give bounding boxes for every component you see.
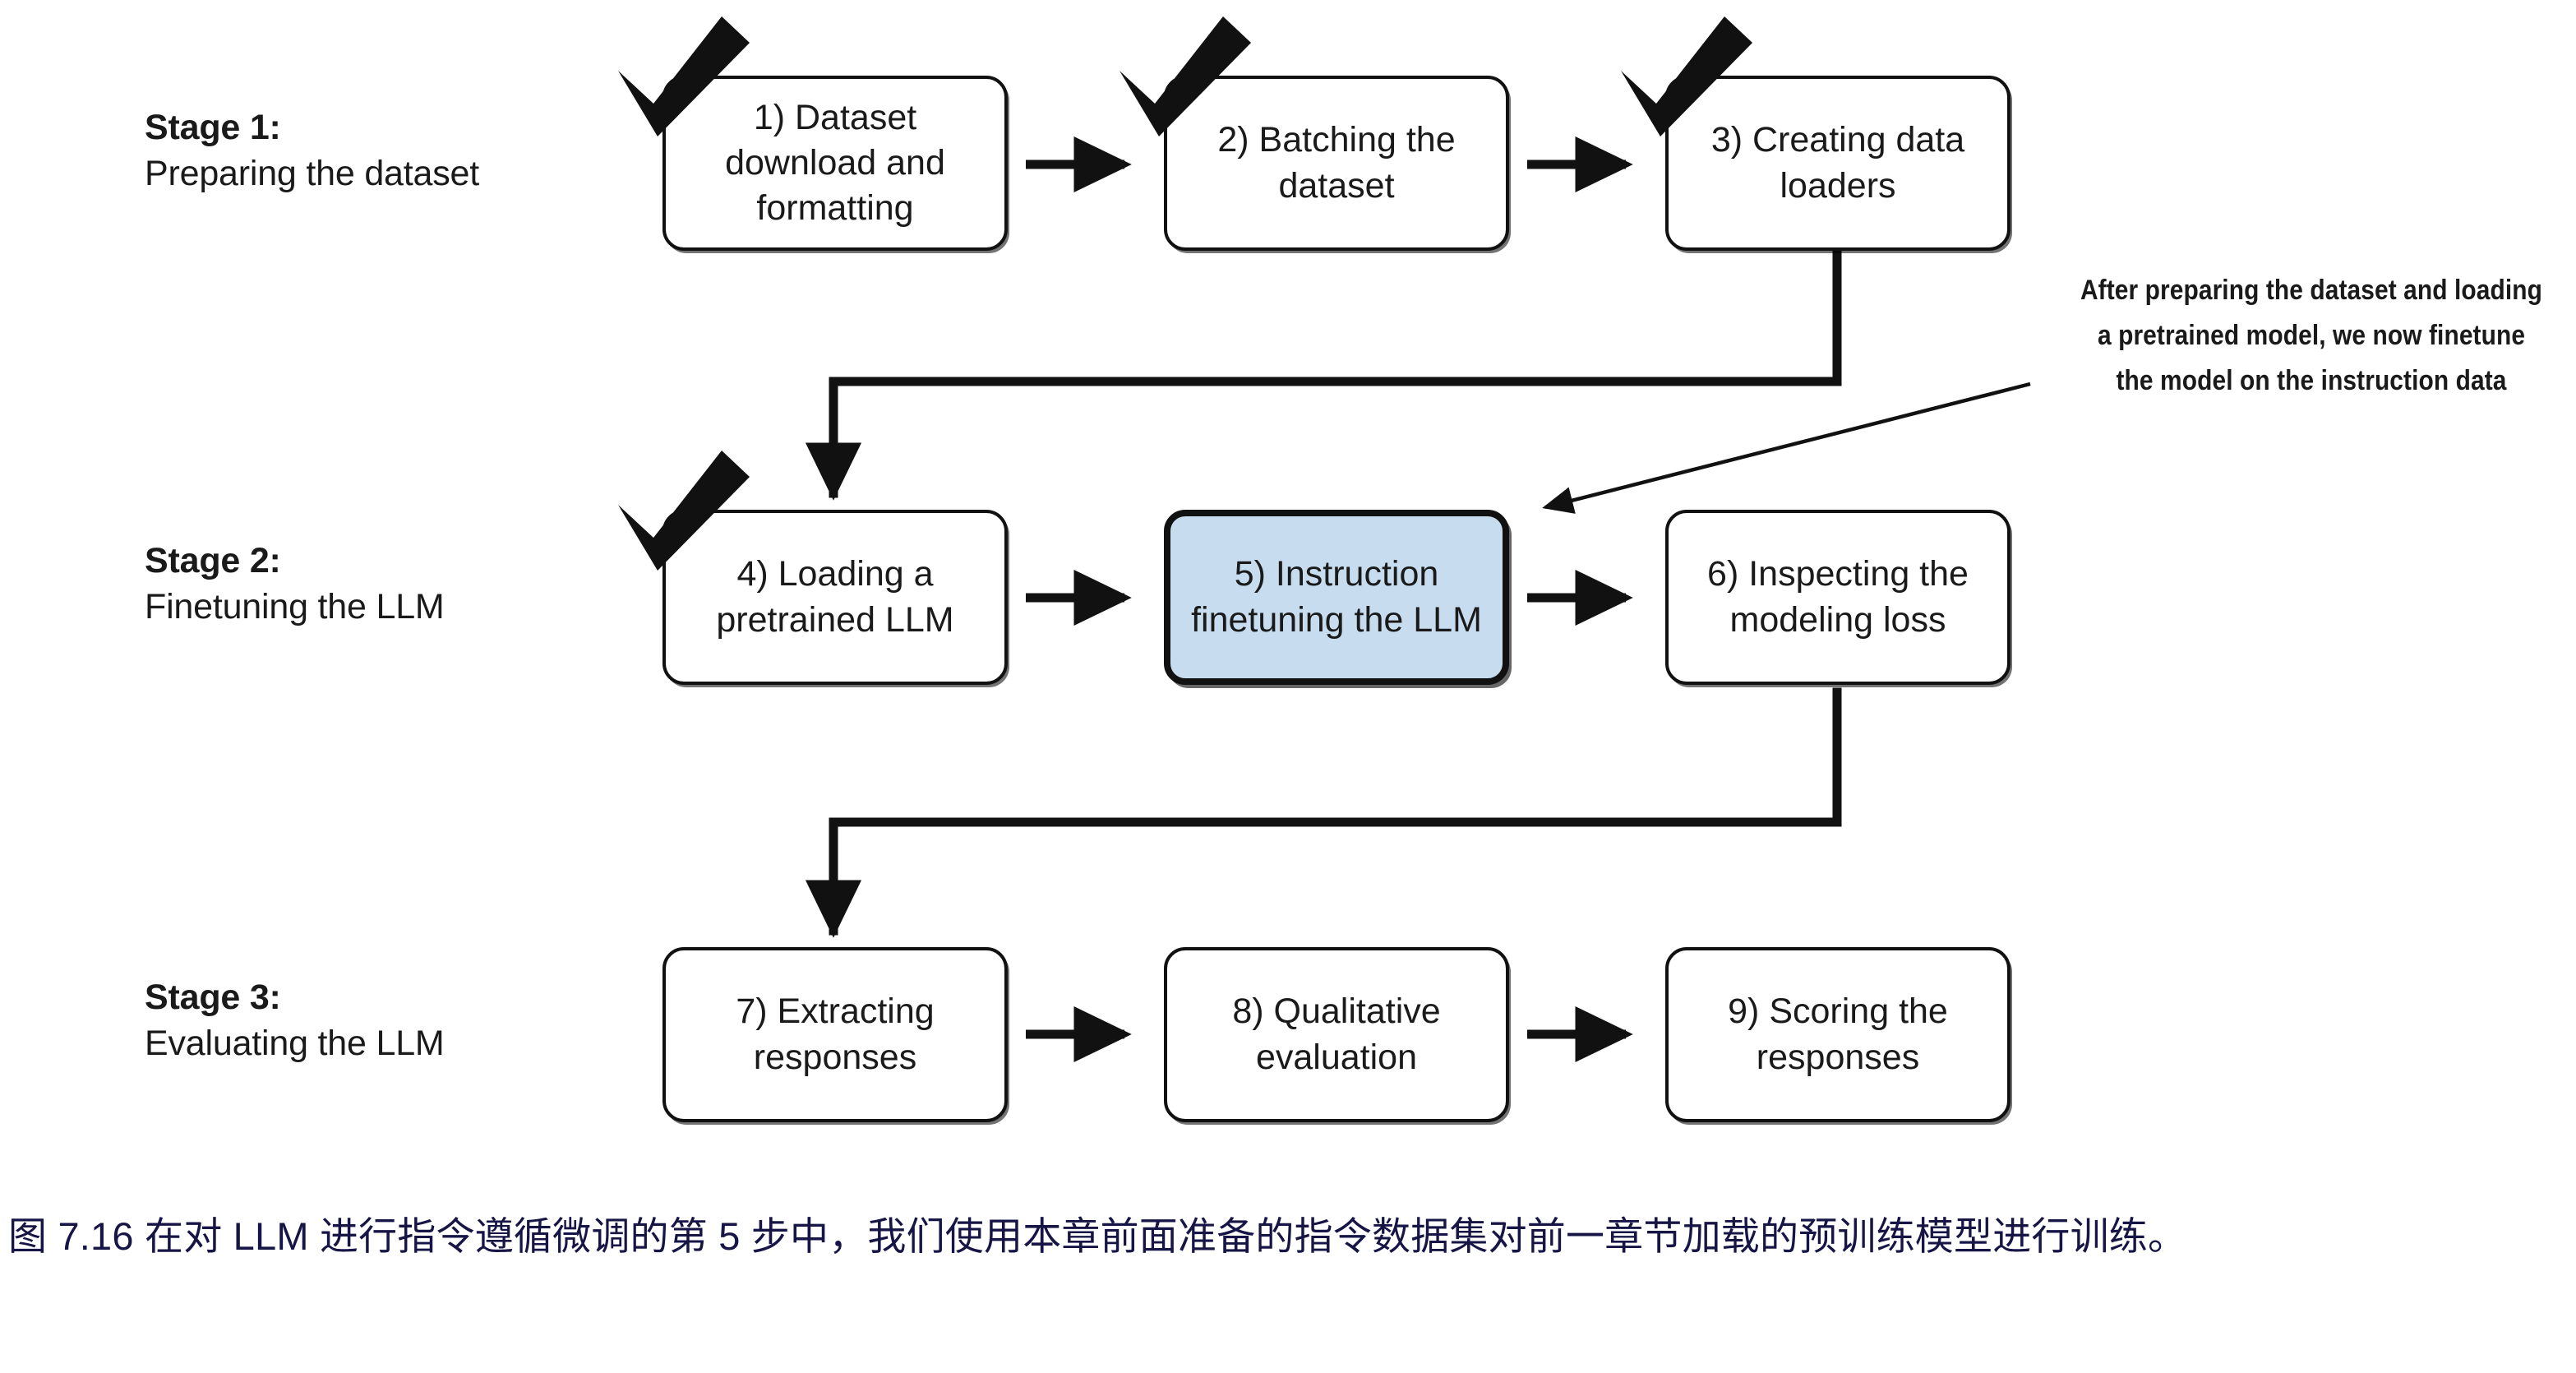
stage-3-subtitle: Evaluating the LLM	[145, 1023, 445, 1063]
annotation-text: After preparing the dataset and loading …	[2080, 275, 2543, 397]
node-3-creating-data-loaders[interactable]: 3) Creating data loaders	[1665, 76, 2010, 251]
node-8-label: 8) Qualitative evaluation	[1232, 992, 1441, 1077]
node-4-label: 4) Loading a pretrained LLM	[716, 554, 954, 640]
node-2-batching-the-dataset[interactable]: 2) Batching the dataset	[1164, 76, 1509, 251]
connector-stage1-to-stage2	[805, 246, 1842, 501]
node-6-label: 6) Inspecting the modeling loss	[1707, 554, 1969, 640]
node-5-label: 5) Instruction finetuning the LLM	[1191, 554, 1482, 640]
node-8-qualitative-evaluation[interactable]: 8) Qualitative evaluation	[1164, 947, 1509, 1122]
stage-2-subtitle: Finetuning the LLM	[145, 586, 445, 626]
stage-label-2: Stage 2: Finetuning the LLM	[145, 539, 445, 631]
node-3-label: 3) Creating data loaders	[1710, 120, 1965, 206]
node-1-dataset-download-and-formatting[interactable]: 1) Dataset download and formatting	[662, 76, 1008, 251]
annotation-pointer-arrow	[1542, 381, 2031, 514]
node-9-scoring-the-responses[interactable]: 9) Scoring the responses	[1665, 947, 2010, 1122]
node-1-label: 1) Dataset download and formatting	[725, 97, 945, 229]
stage-1-title: Stage 1:	[145, 108, 281, 147]
stage-label-3: Stage 3: Evaluating the LLM	[145, 975, 445, 1067]
stage-3-title: Stage 3:	[145, 978, 281, 1017]
node-5-instruction-finetuning-the-llm[interactable]: 5) Instruction finetuning the LLM	[1164, 510, 1509, 685]
stage-label-1: Stage 1: Preparing the dataset	[145, 105, 479, 197]
connector-stage2-to-stage3	[805, 687, 1842, 938]
annotation-callout: After preparing the dataset and loading …	[2080, 268, 2542, 404]
stage-1-subtitle: Preparing the dataset	[145, 153, 479, 193]
stage-2-title: Stage 2:	[145, 541, 281, 580]
figure-caption: 图 7.16 在对 LLM 进行指令遵循微调的第 5 步中，我们使用本章前面准备…	[8, 1207, 2564, 1267]
node-2-label: 2) Batching the dataset	[1217, 120, 1456, 206]
node-7-extracting-responses[interactable]: 7) Extracting responses	[662, 947, 1008, 1122]
node-6-inspecting-the-modeling-loss[interactable]: 6) Inspecting the modeling loss	[1665, 510, 2010, 685]
figure-caption-text: 图 7.16 在对 LLM 进行指令遵循微调的第 5 步中，我们使用本章前面准备…	[8, 1214, 2187, 1258]
node-9-label: 9) Scoring the responses	[1728, 992, 1948, 1077]
node-7-label: 7) Extracting responses	[736, 992, 935, 1077]
node-4-loading-a-pretrained-llm[interactable]: 4) Loading a pretrained LLM	[662, 510, 1008, 685]
